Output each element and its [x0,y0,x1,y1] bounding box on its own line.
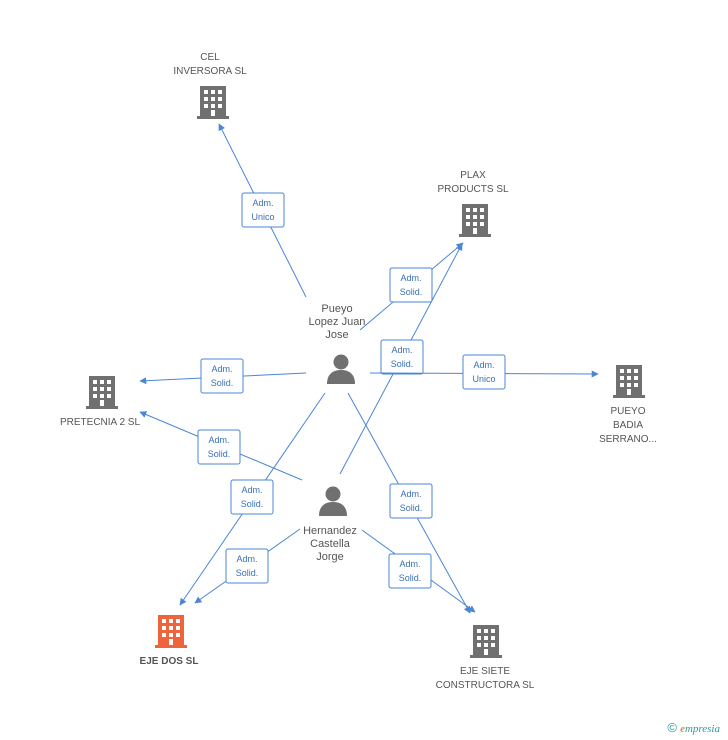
node-label[interactable]: SERRANO... [599,434,657,445]
node-label[interactable]: Jorge [316,551,344,563]
edge-role-label[interactable]: Adm. Solid. [200,358,244,394]
edge-role-label[interactable]: Adm. Unico [462,354,506,390]
node-label[interactable]: PUEYO [610,406,645,417]
edge-role-text: Solid. [211,378,234,388]
node-label[interactable]: Hernandez [303,525,357,537]
person-icon[interactable] [319,486,347,517]
node-plax[interactable]: PLAX PRODUCTS SL [437,170,509,237]
copyright-footer: © empresia [667,720,720,735]
node-label[interactable]: PRODUCTS SL [437,184,509,195]
edge-role-label[interactable]: Adm. Solid. [225,548,269,584]
edge-role-text: Adm. [236,554,257,564]
edge-role-label[interactable]: Adm. Solid. [388,553,432,589]
brand-initial: e [680,723,685,735]
node-label[interactable]: CEL [200,52,220,63]
edge-role-text: Solid. [208,449,231,459]
edge-role-text: Adm. [252,198,273,208]
node-cel[interactable]: CEL INVERSORA SL [173,52,247,119]
node-label[interactable]: EJE SIETE [460,666,510,677]
edge-role-text: Solid. [391,359,414,369]
edge-hernandez-to-eje_siete: Adm. Solid. [361,529,476,613]
node-label[interactable]: EJE DOS SL [140,656,199,667]
person-icon[interactable] [327,354,355,385]
edge-pueyo_lopez-to-eje_siete: Adm. Solid. [347,392,471,614]
edge-role-text: Solid. [236,568,259,578]
node-pretecnia[interactable]: PRETECNIA 2 SL [60,376,140,428]
building-icon[interactable] [613,365,645,398]
building-icon[interactable] [155,615,187,648]
edge-role-text: Solid. [400,287,423,297]
edges-layer: Adm.UnicoAdm.Solid.Adm.Solid.Adm.Solid.A… [139,123,599,614]
edge-role-label[interactable]: Adm. Unico [241,192,285,228]
node-label[interactable]: BADIA [613,420,643,431]
node-label[interactable]: Lopez Juan [309,316,366,328]
building-icon[interactable] [459,204,491,237]
edge-hernandez-to-pretecnia: Adm. Solid. [139,411,303,481]
edge-role-text: Adm. [400,489,421,499]
node-label[interactable]: Castella [310,538,351,550]
edge-role-text: Adm. [391,345,412,355]
edge-role-text: Solid. [241,499,264,509]
copyright-symbol: © [667,720,677,735]
node-label[interactable]: Pueyo [321,303,352,315]
edge-role-label[interactable]: Adm. Solid. [389,483,433,519]
edge-role-label[interactable]: Adm. Solid. [230,479,274,515]
building-icon[interactable] [86,376,118,409]
edge-role-text: Unico [251,212,274,222]
node-label[interactable]: Jose [325,329,348,341]
node-label[interactable]: CONSTRUCTORA SL [436,680,535,691]
node-eje-dos[interactable]: EJE DOS SL [140,615,199,667]
edge-role-text: Adm. [211,364,232,374]
edge-role-label[interactable]: Adm. Solid. [380,339,424,375]
edge-role-text: Adm. [399,559,420,569]
edge-role-label[interactable]: Adm. Solid. [197,429,241,465]
nodes-layer: CEL INVERSORA SL PLAX PRODUCTS SL PRETECNIA … [60,52,657,691]
edge-role-text: Adm. [473,360,494,370]
edge-role-text: Unico [472,374,495,384]
brand-logo[interactable]: empresia [680,723,720,735]
edge-role-text: Solid. [399,573,422,583]
edge-role-text: Adm. [208,435,229,445]
node-label[interactable]: PLAX [460,170,486,181]
edge-role-label[interactable]: Adm. Solid. [389,267,433,303]
node-pueyo-badia[interactable]: PUEYO BADIA SERRANO... [599,365,657,445]
edge-role-text: Solid. [400,503,423,513]
node-label[interactable]: INVERSORA SL [173,66,247,77]
node-eje-siete[interactable]: EJE SIETE CONSTRUCTORA SL [436,625,535,691]
edge-pueyo_lopez-to-cel: Adm. Unico [218,123,307,298]
edge-hernandez-to-plax: Adm. Solid. [339,243,463,475]
edge-pueyo_lopez-to-pretecnia: Adm. Solid. [139,358,307,394]
node-label[interactable]: PRETECNIA 2 SL [60,417,140,428]
edge-pueyo_lopez-to-eje_dos: Adm. Solid. [179,392,326,606]
edge-role-text: Adm. [400,273,421,283]
edge-hernandez-to-eje_dos: Adm. Solid. [194,528,301,604]
building-icon[interactable] [197,86,229,119]
edge-pueyo_lopez-to-plax: Adm. Solid. [359,242,464,331]
brand-name: mpresia [684,723,720,735]
edge-role-text: Adm. [241,485,262,495]
building-icon[interactable] [470,625,502,658]
edge-pueyo_lopez-to-pueyo_badia: Adm. Unico [369,354,599,390]
